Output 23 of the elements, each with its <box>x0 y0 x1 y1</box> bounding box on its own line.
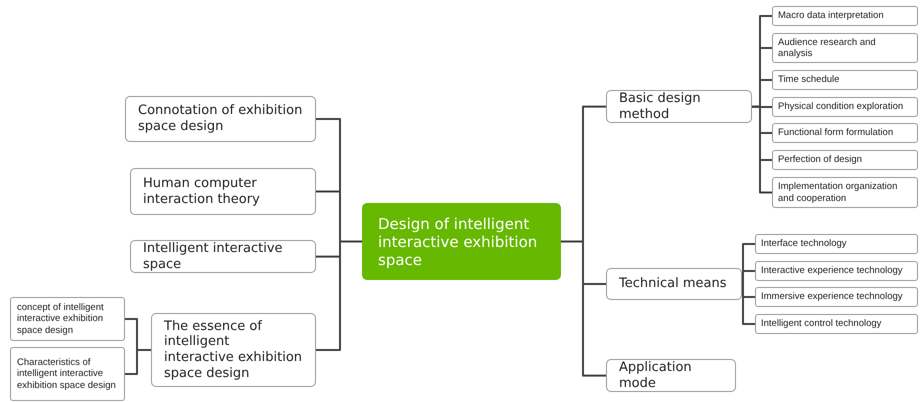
subtopic-box: Macro data interpretation <box>772 6 918 26</box>
subtopic-box: Implementation organization and cooperation <box>772 177 918 208</box>
subtopic-box: Physical condition exploration <box>772 97 918 117</box>
topic-box: Technical means <box>606 268 742 300</box>
subtopic-box: Characteristics of intelligent interactive exhibition space design <box>10 347 125 401</box>
subtopic-box: concept of intelligent interactive exhibition space design <box>10 297 125 341</box>
subtopic-box: Interface technology <box>755 234 918 254</box>
connector-line <box>752 106 772 194</box>
subtopic-box: Time schedule <box>772 70 918 90</box>
subtopic-box: Intelligent control technology <box>755 314 918 334</box>
topic-box: Basic design method <box>606 90 752 124</box>
topic-box: Application mode <box>606 359 736 392</box>
topic-box: Intelligent interactive space <box>130 240 316 274</box>
connector-line <box>125 349 151 375</box>
subtopic-box: Interactive experience technology <box>755 261 918 281</box>
subtopic-box: Audience research and analysis <box>772 33 918 63</box>
subtopic-box: Immersive experience technology <box>755 287 918 307</box>
central-topic-box: Design of intelligent interactive exhibition space <box>362 203 561 280</box>
topic-box: Connotation of exhibition space design <box>125 96 316 142</box>
subtopic-box: Perfection of design <box>772 150 918 170</box>
subtopic-box: Functional form formulation <box>772 123 918 143</box>
topic-box: Human computer interaction theory <box>130 168 316 215</box>
topic-box: The essence of intelligent interactive exhibition space design <box>151 313 316 387</box>
